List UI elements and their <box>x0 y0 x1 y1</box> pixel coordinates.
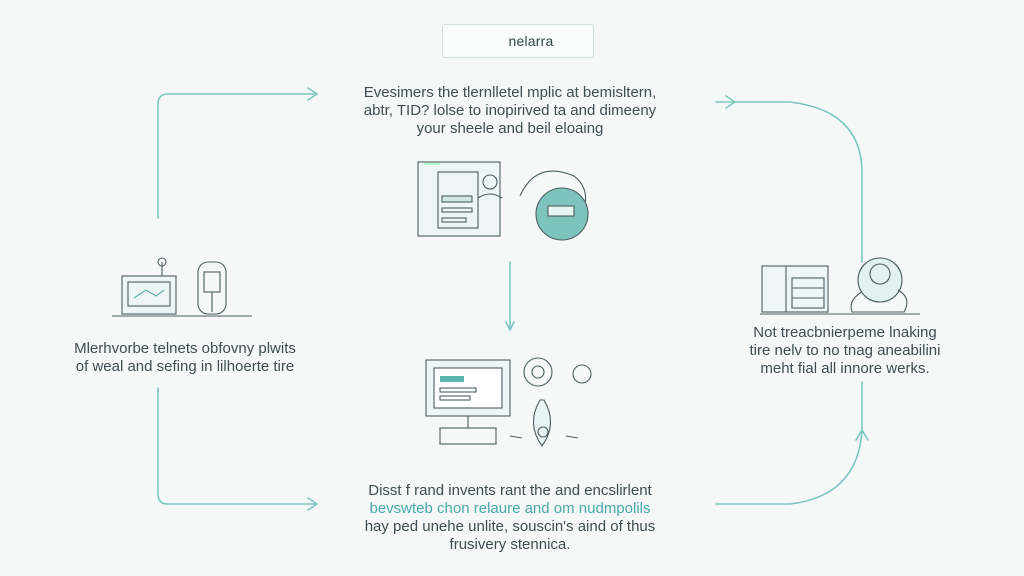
step-text-bottom: Disst f rand invents rant the and encsli… <box>340 482 680 554</box>
illustration-right <box>760 257 920 315</box>
step-text-right: Not treacbnierpeme lnaking tire nelv to … <box>720 324 970 378</box>
connector-bottom-right <box>715 381 863 505</box>
connector-top-right <box>715 101 863 263</box>
text-line: abtr, TID? lolse to inopirived ta and di… <box>363 102 657 119</box>
text-line: Not treacbnierpeme lnaking <box>753 324 937 341</box>
text-line: your sheele and beil eloaing <box>416 120 604 137</box>
illustration-bottom <box>425 357 592 447</box>
arrow-head <box>307 497 318 511</box>
arrow-head <box>505 321 515 331</box>
arrow-head <box>725 95 736 109</box>
logo-badge: nelarra <box>442 24 594 58</box>
connector-bottom-left <box>157 387 317 505</box>
text-line: hay ped unehe unlite, souscin's aind of … <box>364 518 656 535</box>
step-text-top: Evesimers the tlernlletel mplic at bemis… <box>340 84 680 138</box>
arrow-head <box>307 87 318 101</box>
text-line: Disst f rand invents rant the and encsli… <box>368 482 652 499</box>
text-line: bevswteb chon relaure and om nudmpolils <box>369 500 651 517</box>
text-line: Mlerhvorbe telnets obfovny plwits <box>74 340 296 357</box>
text-line: tire nelv to no tnag aneabilini <box>749 342 941 359</box>
arrow-head <box>855 429 869 441</box>
step-text-left: Mlerhvorbe telnets obfovny plwits of wea… <box>40 340 330 376</box>
logo-text: nelarra <box>508 33 554 49</box>
text-line: meht fial all innore werks. <box>760 360 930 377</box>
illustration-left <box>112 257 252 317</box>
text-line: of weal and sefing in lilhoerte tire <box>75 358 295 375</box>
text-line: frusivery stennica. <box>449 536 571 553</box>
connector-top-left <box>157 93 317 219</box>
illustration-top <box>417 161 589 241</box>
text-line: Evesimers the tlernlletel mplic at bemis… <box>363 84 657 101</box>
